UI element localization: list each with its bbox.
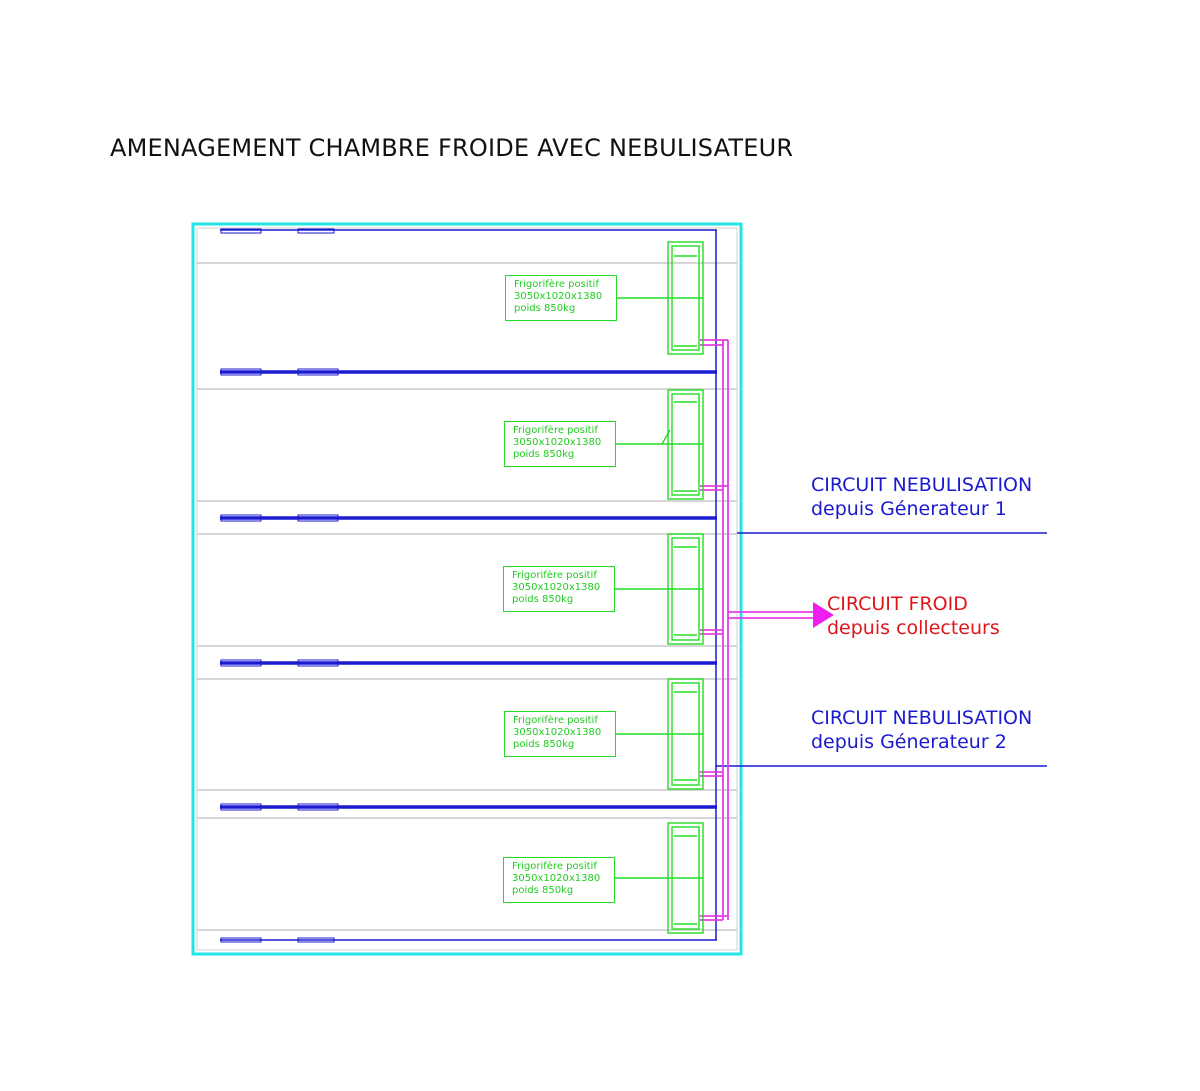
froid-circuit-callout: CIRCUIT FROID depuis collecteurs [827,592,1000,640]
unit-label-3: Frigorifère positif 3050x1020x1380 poids… [503,566,615,612]
unit-label-1: Frigorifère positif 3050x1020x1380 poids… [505,275,617,321]
nebulisation-circuit-2-callout: CIRCUIT NEBULISATION depuis Génerateur 2 [811,706,1032,754]
evaporator-unit-1 [617,241,704,355]
callout-title: CIRCUIT NEBULISATION [811,474,1033,496]
unit-label-name: Frigorifère positif [513,715,598,726]
nozzle-row-6 [220,937,335,943]
nebulisation-nozzles [220,228,339,943]
unit-label-dimensions: 3050x1020x1380 [512,873,601,884]
froid-arrow [813,602,834,628]
nozzle-row-2 [220,368,339,376]
unit-label-dimensions: 3050x1020x1380 [513,437,602,448]
callout-source: depuis Génerateur 1 [811,498,1007,520]
unit-label-dimensions: 3050x1020x1380 [512,582,601,593]
unit-label-name: Frigorifère positif [513,425,598,436]
nozzle-row-5 [220,803,339,811]
unit-label-weight: poids 850kg [513,449,575,460]
evaporator-units [614,241,704,934]
nozzle-row-3 [220,514,339,522]
unit-label-name: Frigorifère positif [512,861,597,872]
callout-title: CIRCUIT FROID [827,593,968,615]
callout-source: depuis Génerateur 2 [811,731,1007,753]
unit-label-weight: poids 850kg [513,739,575,750]
unit-label-2: Frigorifère positif 3050x1020x1380 poids… [504,421,616,467]
unit-label-weight: poids 850kg [512,594,574,605]
nozzle-row-4 [220,659,339,667]
unit-label-4: Frigorifère positif 3050x1020x1380 poids… [504,711,616,757]
unit-label-weight: poids 850kg [512,885,574,896]
unit-label-dimensions: 3050x1020x1380 [514,291,603,302]
unit-label-weight: poids 850kg [514,303,576,314]
unit-label-5: Frigorifère positif 3050x1020x1380 poids… [503,857,615,903]
unit-label-name: Frigorifère positif [514,279,599,290]
evaporator-unit-5 [614,822,704,934]
froid-circuit [700,339,815,921]
evaporator-unit-4 [615,678,704,790]
cold-room-inner-wall [196,227,738,951]
unit-label-name: Frigorifère positif [512,570,597,581]
callout-source: depuis collecteurs [827,617,1000,639]
evaporator-unit-3 [614,533,704,645]
nebulisation-circuit [220,229,1047,941]
evaporator-unit-2 [615,389,704,500]
drawing-title: AMENAGEMENT CHAMBRE FROIDE AVEC NEBULISA… [110,134,794,162]
nebulisation-circuit-1-callout: CIRCUIT NEBULISATION depuis Génerateur 1 [811,473,1032,521]
partitions [197,262,737,931]
cold-room-outer-wall [191,222,743,956]
unit-label-dimensions: 3050x1020x1380 [513,727,602,738]
nozzle-row-1 [220,228,335,234]
callout-title: CIRCUIT NEBULISATION [811,707,1033,729]
